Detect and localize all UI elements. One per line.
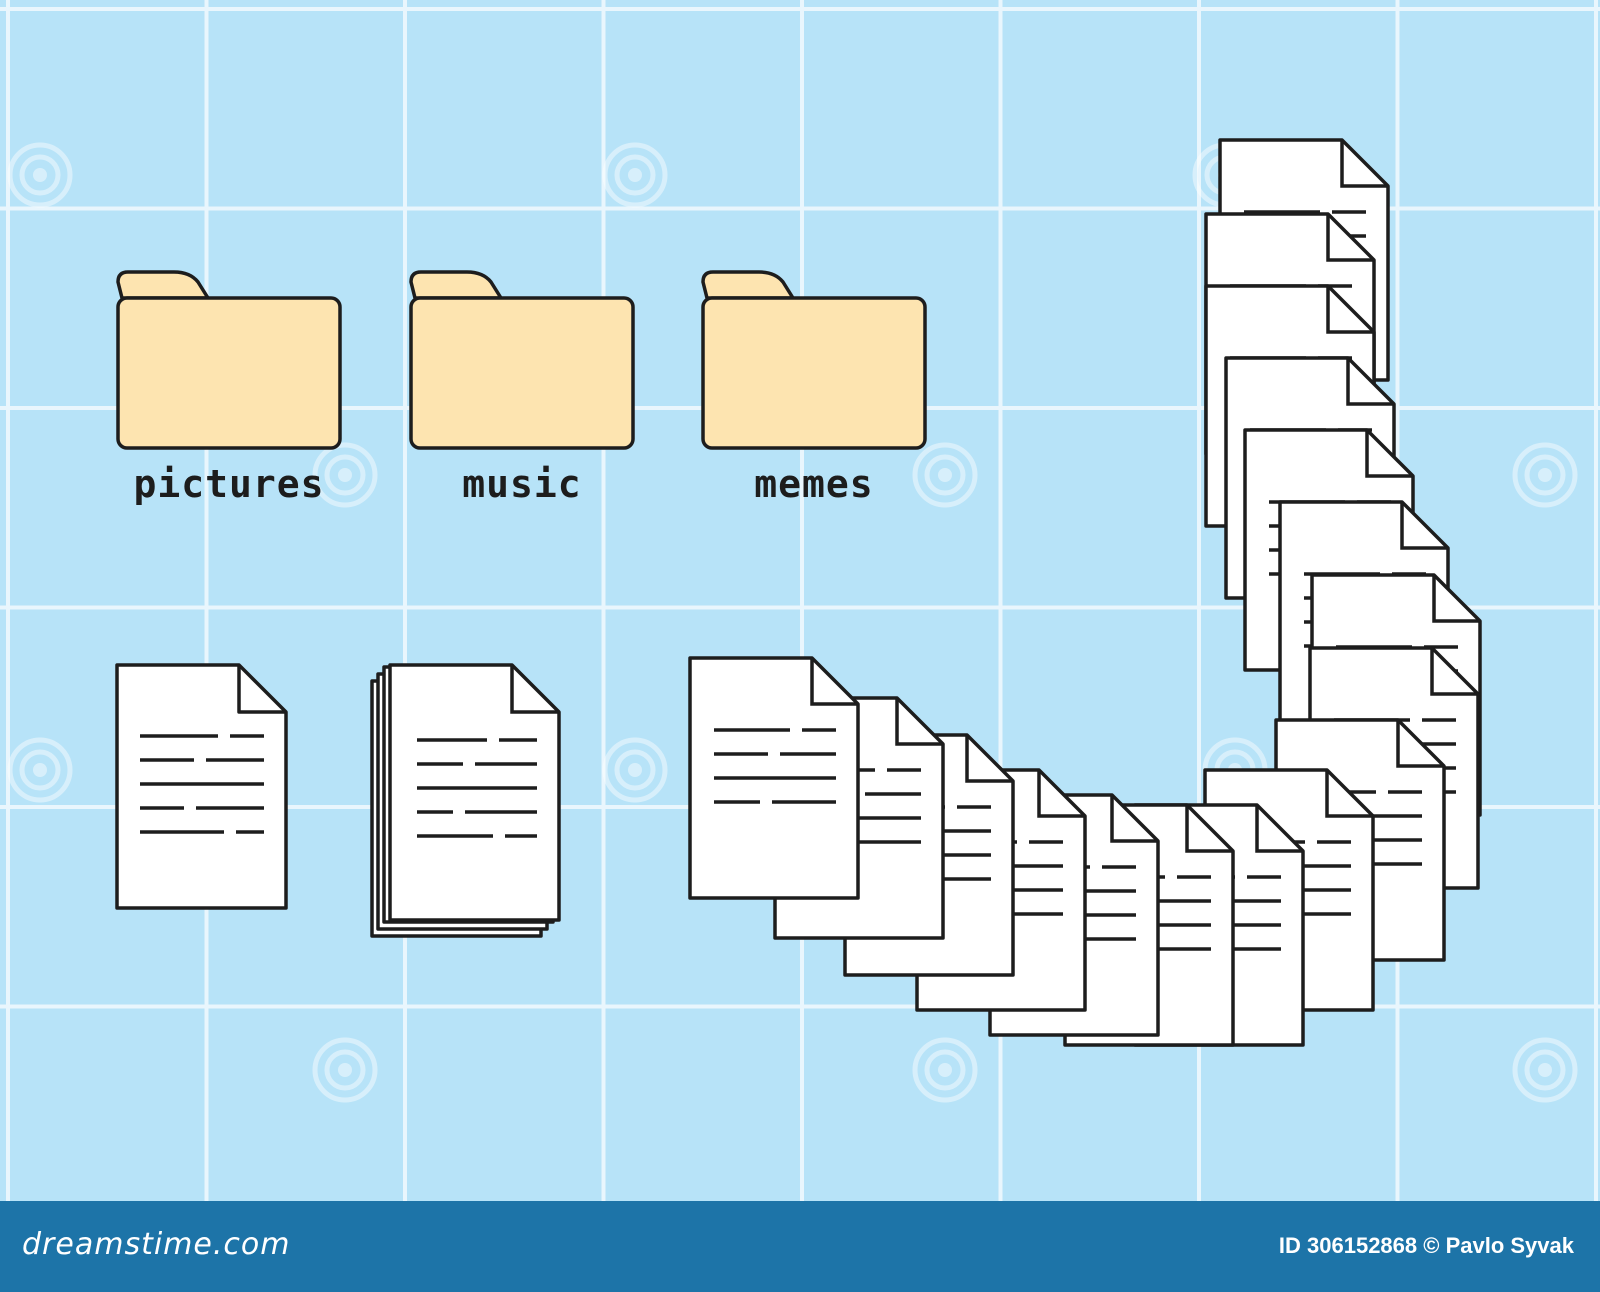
folder-label: memes bbox=[754, 462, 874, 506]
watermark-logo bbox=[312, 442, 378, 508]
folder-label: pictures bbox=[133, 462, 325, 506]
desktop-folder-pictures[interactable]: pictures bbox=[114, 268, 344, 508]
watermark-logo bbox=[312, 1037, 378, 1103]
document-stack-icon bbox=[370, 663, 561, 938]
folder-icon bbox=[701, 270, 927, 450]
brand-logo: dreamstime.com bbox=[22, 1227, 291, 1262]
document-trail-icon bbox=[688, 138, 1482, 1047]
desktop-file-stack[interactable] bbox=[369, 662, 579, 942]
folder-icon bbox=[116, 270, 342, 450]
watermark-logo bbox=[912, 442, 978, 508]
folder-label: music bbox=[462, 462, 582, 506]
footer-bar: dreamstime.com ID 306152868 © Pavlo Syva… bbox=[0, 1201, 1600, 1292]
desktop-area: pictures music memes bbox=[0, 0, 1600, 1201]
watermark-logo bbox=[602, 142, 668, 208]
watermark-logo bbox=[7, 737, 73, 803]
desktop-file-trail[interactable] bbox=[680, 130, 1500, 1080]
watermark-logo bbox=[602, 737, 668, 803]
desktop-folder-music[interactable]: music bbox=[407, 268, 637, 508]
watermark-logo bbox=[912, 1037, 978, 1103]
watermark-logo bbox=[7, 142, 73, 208]
document-icon bbox=[115, 663, 288, 910]
watermark-logo bbox=[1512, 442, 1578, 508]
folder-icon bbox=[409, 270, 635, 450]
watermark-logo bbox=[1512, 1037, 1578, 1103]
desktop-file-document[interactable] bbox=[114, 662, 294, 912]
image-credit: ID 306152868 © Pavlo Syvak bbox=[1278, 1233, 1574, 1258]
desktop-folder-memes[interactable]: memes bbox=[699, 268, 929, 508]
